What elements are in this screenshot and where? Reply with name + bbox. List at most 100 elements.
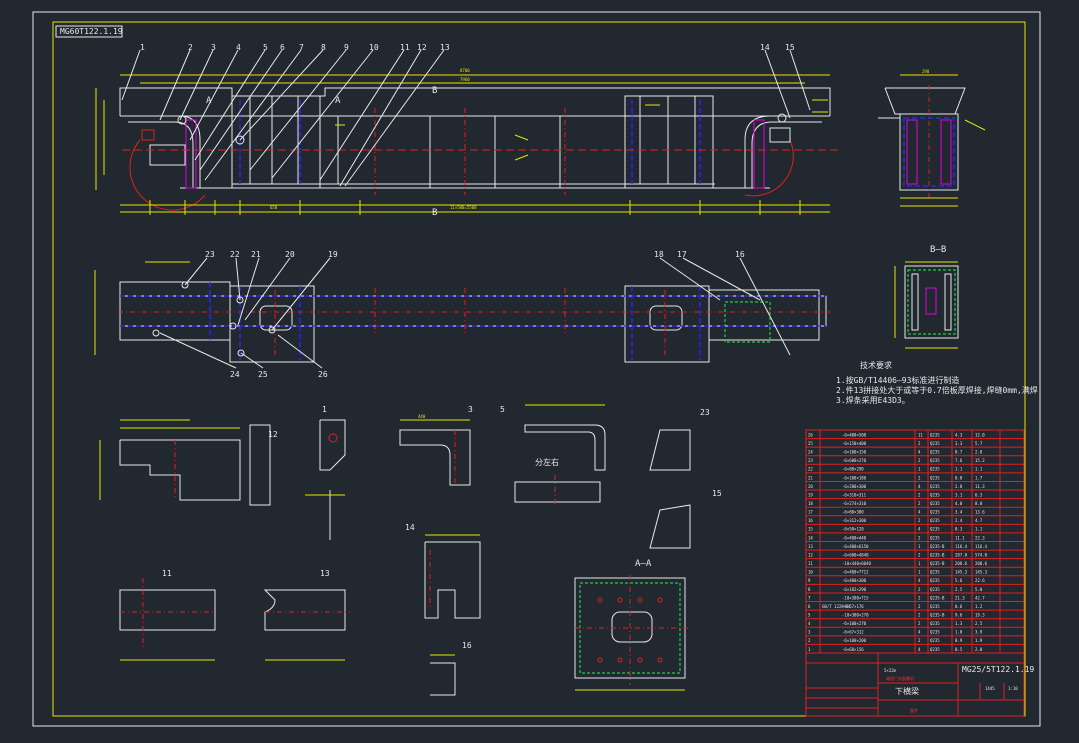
bom-cell: 1.1 bbox=[955, 467, 963, 472]
section-bb-view[interactable]: B—B bbox=[894, 245, 959, 349]
bom-cell: GB/T 1228—91 bbox=[822, 604, 851, 609]
bom-cell: 1.1 bbox=[975, 527, 983, 532]
bom-cell: 20 bbox=[808, 484, 813, 489]
bom-cell: 1 bbox=[918, 544, 921, 549]
bom-cell: 2 bbox=[808, 638, 811, 643]
detail-section-aa[interactable]: A—A bbox=[574, 559, 690, 691]
bom-cell: -6×67×312 bbox=[842, 630, 864, 635]
bom-cell: -6×400×7712 bbox=[842, 570, 869, 575]
detail-part-16[interactable]: 16 bbox=[430, 641, 472, 696]
callout-15: 15 bbox=[785, 43, 795, 52]
bom-cell: 1 bbox=[808, 647, 811, 652]
bom-cell: 22 bbox=[808, 467, 813, 472]
bom-cell: -6×100×180 bbox=[842, 475, 867, 480]
detail-part-3[interactable]: 3 440 bbox=[399, 405, 473, 486]
bom-cell: -6×312×300 bbox=[842, 518, 867, 523]
dim-inner: 7960 bbox=[460, 77, 470, 82]
bom-cell: -6×100×200 bbox=[842, 638, 867, 643]
bom-cell: 23 bbox=[808, 458, 813, 463]
bom-cell: 17 bbox=[808, 510, 813, 515]
detail-part-1[interactable]: 1 bbox=[305, 405, 346, 540]
bom-cell: Q235 bbox=[930, 484, 940, 489]
side-view-aa[interactable]: 290 bbox=[878, 69, 986, 207]
bom-cell: 116.4 bbox=[975, 544, 988, 549]
bom-cell: 1 bbox=[918, 561, 921, 566]
bom-cell: 0.3 bbox=[955, 527, 963, 532]
bom-cell: Q235 bbox=[930, 621, 940, 626]
detail-part-7[interactable]: 12 bbox=[99, 419, 278, 506]
bom-cell: Q235 bbox=[930, 647, 940, 652]
bom-cell: 4.0 bbox=[955, 501, 963, 506]
dim-440-detail3: 440 bbox=[418, 414, 426, 419]
bom-cell: 2 bbox=[918, 501, 921, 506]
bom-cell: 4 bbox=[918, 450, 921, 455]
bom-cell: 2 bbox=[918, 475, 921, 480]
bom-cell: Q235 bbox=[930, 604, 940, 609]
detail-callout-11: 11 bbox=[162, 569, 172, 578]
detail-part-11[interactable]: 11 bbox=[119, 569, 216, 661]
bom-cell: Q235 bbox=[930, 501, 940, 506]
bom-cell: 0.9 bbox=[955, 638, 963, 643]
bom-cell: 2.8 bbox=[975, 450, 983, 455]
section-mark-b-bottom: B bbox=[432, 208, 437, 218]
bom-cell: 4.3 bbox=[955, 432, 963, 437]
bom-cell: 2.4 bbox=[955, 518, 963, 523]
callout-3: 3 bbox=[211, 43, 216, 52]
callout-26: 26 bbox=[318, 370, 328, 379]
bom-cell: Q235 bbox=[930, 432, 940, 437]
detail-part-14[interactable]: 14 bbox=[405, 523, 481, 619]
callout-12: 12 bbox=[417, 43, 427, 52]
technical-requirements: 技术要求 1.按GB/T14406—93标准进行制造 2.件13拼接处大于或等于… bbox=[836, 360, 1038, 405]
bom-cell: Q235 bbox=[930, 467, 940, 472]
callout-25: 25 bbox=[258, 370, 268, 379]
callout-13: 13 bbox=[440, 43, 450, 52]
dim-overall: 8700 bbox=[460, 68, 470, 73]
detail-part-15[interactable]: 15 bbox=[649, 489, 722, 549]
detail-part-13[interactable]: 13 bbox=[263, 569, 350, 661]
bom-cell: 1.2 bbox=[975, 604, 983, 609]
plan-view[interactable]: 23 22 21 20 19 18 17 16 24 25 26 bbox=[94, 250, 830, 379]
bom-cell: -6×274×310 bbox=[842, 501, 867, 506]
bom-cell: -6×150×400 bbox=[842, 441, 867, 446]
drawing-number: MG25/5T122.1.19 bbox=[962, 665, 1034, 674]
detail-callout-1: 1 bbox=[322, 405, 327, 414]
bom-cell: 2 bbox=[918, 441, 921, 446]
bom-cell: 145.3 bbox=[955, 570, 968, 575]
bom-cell: -6×50×120 bbox=[842, 527, 864, 532]
bom-cell: 21.3 bbox=[955, 595, 965, 600]
callout-11: 11 bbox=[400, 43, 410, 52]
detail-callout-13: 13 bbox=[320, 569, 330, 578]
bom-cell: 7.6 bbox=[955, 458, 963, 463]
bom-cell: 4 bbox=[918, 647, 921, 652]
bom-cell: 3 bbox=[808, 630, 811, 635]
bom-cell: 4 bbox=[918, 578, 921, 583]
bom-cell: 2 bbox=[918, 595, 921, 600]
bom-cell: -6×400×500 bbox=[842, 432, 867, 437]
bom-cell: -6×600×4848 bbox=[842, 552, 869, 557]
bom-cell: -6×68×156 bbox=[842, 647, 864, 652]
callout-21: 21 bbox=[251, 250, 261, 259]
bom-cell: -6×400×6150 bbox=[842, 544, 869, 549]
tech-req-heading: 技术要求 bbox=[860, 360, 892, 370]
detail-part-23[interactable]: 23 bbox=[649, 408, 710, 471]
detail-callout-5: 5 bbox=[500, 405, 505, 414]
bom-cell: 13.6 bbox=[975, 510, 985, 515]
bom-cell: 1 bbox=[918, 467, 921, 472]
detail-part-5[interactable]: 5 分左右 bbox=[500, 404, 606, 505]
detail-callout-12: 12 bbox=[268, 430, 278, 439]
bom-cell: 15 bbox=[808, 527, 813, 532]
bom-cell: 2.0 bbox=[975, 647, 983, 652]
main-elevation-view[interactable]: 8700 7960 bbox=[95, 43, 838, 218]
title-block[interactable]: MG25/5T122.1.19 5×22m 箱型门式起重机 下横梁 1445 1… bbox=[805, 652, 1034, 717]
product-name: 箱型门式起重机 bbox=[886, 675, 914, 681]
section-aa-title: A—A bbox=[635, 559, 652, 569]
bom-cell: 5.6 bbox=[955, 578, 963, 583]
callout-9: 9 bbox=[344, 43, 349, 52]
bom-cell: -6×100×270 bbox=[842, 621, 867, 626]
callout-23: 23 bbox=[205, 250, 215, 259]
callout-6: 6 bbox=[280, 43, 285, 52]
bom-cell: -10×440×6040 bbox=[842, 561, 871, 566]
